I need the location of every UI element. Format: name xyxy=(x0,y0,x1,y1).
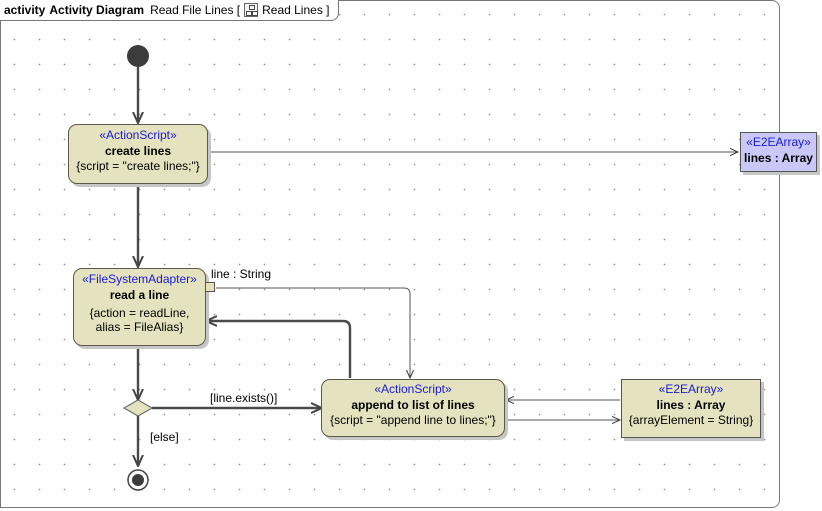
lines-array-bottom-stereotype: «E2EArray» xyxy=(658,382,724,396)
read-a-line-alias-prop: alias = FileAlias} xyxy=(95,320,184,334)
flow-append-to-read[interactable] xyxy=(206,321,352,378)
guard-else: [else] xyxy=(150,430,179,444)
lines-array-bottom-name: lines : Array xyxy=(656,398,726,412)
read-a-line-stereotype: «FileSystemAdapter» xyxy=(82,272,197,286)
output-pin-line[interactable] xyxy=(205,282,215,292)
action-append-to-list[interactable]: «ActionScript» append to list of lines {… xyxy=(321,379,505,437)
append-name: append to list of lines xyxy=(351,398,475,412)
initial-node[interactable] xyxy=(127,45,149,67)
object-lines-array-top[interactable]: «E2EArray» lines : Array xyxy=(740,132,817,172)
lines-array-top-stereotype: «E2EArray» xyxy=(746,135,811,149)
diagram-frame xyxy=(0,0,780,508)
pin-label-line-string: line : String xyxy=(211,267,272,281)
objectflow-pin-to-append[interactable] xyxy=(216,287,410,378)
read-a-line-action-prop: {action = readLine, xyxy=(89,306,190,320)
lines-array-bottom-element-prop: {arrayElement = String} xyxy=(628,413,754,427)
diagram-title: Read File Lines [ xyxy=(150,3,241,17)
diagram-kind-keyword: activity xyxy=(4,3,46,17)
object-lines-array-bottom[interactable]: «E2EArray» lines : Array {arrayElement =… xyxy=(621,379,761,438)
activity-reference: Read Lines ] xyxy=(262,3,330,17)
activity-final-node-core xyxy=(132,474,144,486)
create-lines-script: {script = "create lines;"} xyxy=(76,159,200,173)
append-script: {script = "append line to lines;"} xyxy=(330,413,496,427)
append-stereotype: «ActionScript» xyxy=(374,382,452,396)
guard-line-exists: [line.exists()] xyxy=(210,391,278,405)
diagram-header: activity Activity Diagram Read File Line… xyxy=(0,0,339,21)
decision-node[interactable] xyxy=(122,399,154,417)
activity-diagram-icon xyxy=(244,3,259,17)
lines-array-top-name: lines : Array xyxy=(744,151,813,165)
create-lines-stereotype: «ActionScript» xyxy=(99,128,177,142)
create-lines-name: create lines xyxy=(104,144,172,158)
action-read-a-line[interactable]: «FileSystemAdapter» read a line {action … xyxy=(73,268,206,346)
diagram-type-name: Activity Diagram xyxy=(49,3,145,17)
read-a-line-name: read a line xyxy=(109,288,170,302)
action-create-lines[interactable]: «ActionScript» create lines {script = "c… xyxy=(68,124,208,184)
